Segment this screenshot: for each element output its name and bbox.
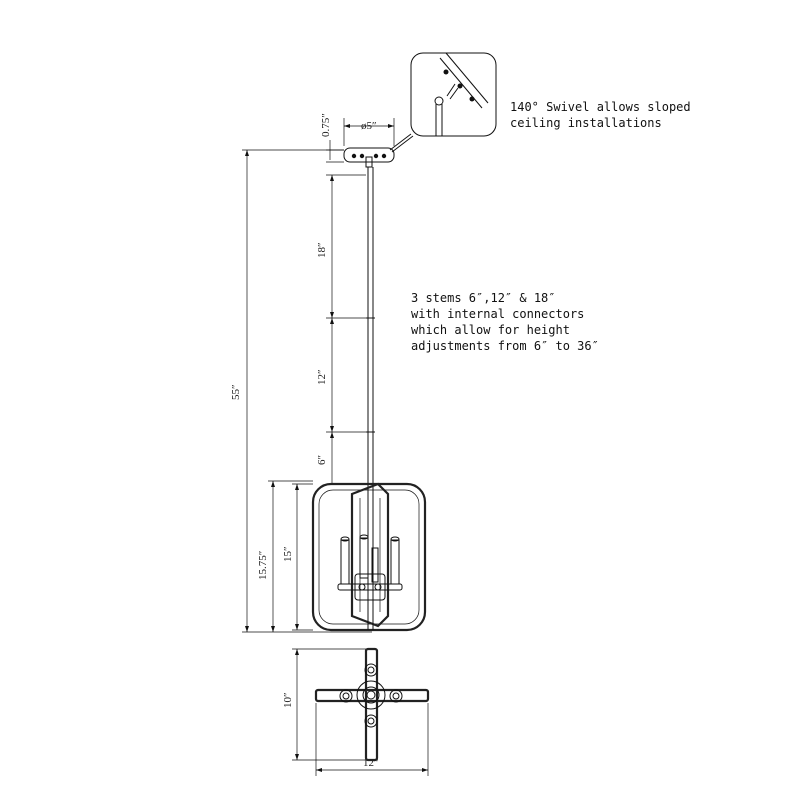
fixture-body: [311, 482, 427, 632]
swivel-note-line-1: 140° Swivel allows sloped: [510, 100, 691, 114]
overall-height-label: 55″: [230, 384, 242, 400]
stem-12-label: 12″: [316, 369, 328, 385]
stem-6-label: 6″: [316, 455, 328, 465]
canopy-height-label: 0.75″: [320, 113, 332, 137]
fixture-height-label: 15.75″: [257, 551, 269, 580]
top-view-depth-label: 10″: [282, 692, 294, 708]
ceiling-canopy: [343, 147, 395, 168]
stem-segment-dimensions: [326, 174, 366, 485]
stem-18-label: 18″: [316, 242, 328, 258]
canopy-height-dimension: [326, 140, 344, 163]
top-view-width-label: 12″: [363, 757, 379, 769]
top-view: [314, 647, 430, 762]
canopy-diameter-dimension: [343, 118, 395, 146]
top-view-dimensions: [292, 648, 429, 776]
swivel-detail-callout: [389, 52, 497, 153]
stems-note-line-4: adjustments from 6″ to 36″: [411, 339, 599, 353]
fixture-height-dimensions: [268, 480, 313, 632]
swivel-note-line-2: ceiling installations: [510, 116, 662, 130]
frame-height-label: 15″: [282, 546, 294, 562]
canopy-diameter-label: ø5″: [361, 120, 377, 132]
overall-height-dimension: [242, 149, 372, 633]
pendant-stem: [366, 167, 375, 490]
stems-note-line-2: with internal connectors: [411, 307, 584, 321]
stems-note-line-3: which allow for height: [411, 323, 570, 337]
stems-note-line-1: 3 stems 6″,12″ & 18″: [411, 291, 556, 305]
